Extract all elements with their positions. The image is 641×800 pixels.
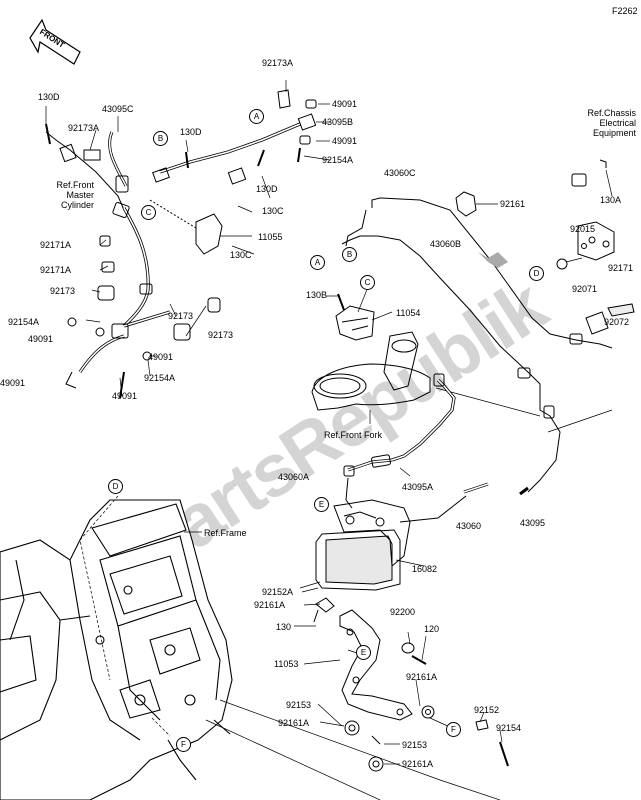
part-label: 49091 [332, 99, 358, 109]
reference-lines [79, 495, 501, 800]
part-label: 92154A [144, 373, 176, 383]
part-label: 92154A [322, 155, 354, 165]
part-label: 130C [230, 250, 252, 260]
clamp-92161 [455, 191, 498, 217]
part-label: 120 [424, 624, 440, 634]
part-label: 130C [262, 206, 284, 216]
marker-b: B [342, 247, 357, 262]
part-label: 92161 [500, 199, 526, 209]
part-label: 92154A [8, 317, 40, 327]
part-label: 92171 [608, 263, 634, 273]
front-arrow-icon [29, 18, 81, 65]
marker-e: E [314, 497, 329, 512]
part-label: 43060 [456, 521, 482, 531]
part-label: 92173A [262, 58, 294, 68]
part-label: 49091 [332, 136, 358, 146]
part-label: 130D [38, 92, 60, 102]
ref-frame: Ref.Frame [204, 528, 247, 538]
part-label: 92173 [50, 286, 76, 296]
part-label: 92015 [570, 224, 596, 234]
part-label: 11053 [274, 659, 299, 669]
part-label: 49091 [112, 391, 138, 401]
marker-d: D [108, 479, 123, 494]
marker-d: D [529, 266, 544, 281]
part-label: 43095B [322, 117, 354, 127]
marker-f: F [176, 737, 191, 752]
diagram-code: F2262 [612, 6, 638, 16]
marker-a: A [310, 255, 325, 270]
part-label: 130 [276, 622, 292, 632]
part-label: 130A [600, 195, 622, 205]
part-label: 92200 [390, 607, 416, 617]
part-label: 43095C [102, 104, 134, 114]
part-label: 43060A [278, 472, 310, 482]
part-label: 92173 [168, 311, 194, 321]
part-label: 49091 [148, 352, 174, 362]
part-label: 92153 [286, 700, 312, 710]
marker-a: A [249, 109, 264, 124]
part-label: 130D [256, 184, 278, 194]
part-label: 49091 [28, 334, 54, 344]
abs-bracket-11053 [294, 587, 509, 772]
leader-lines-top [45, 80, 331, 397]
marker-f: F [446, 722, 461, 737]
ref-chassis-electrical: Ref.Chassis Electrical Equipment [587, 108, 636, 138]
part-label: 92173A [68, 123, 100, 133]
part-label: 11055 [258, 232, 283, 242]
part-label: 92171A [40, 240, 72, 250]
part-label: 92173 [208, 330, 234, 340]
frame-structure [0, 499, 233, 800]
front-fork-assembly [311, 281, 431, 411]
marker-e: E [356, 645, 371, 660]
part-label: 130B [306, 290, 328, 300]
marker-c: C [360, 275, 375, 290]
part-label: 92161A [406, 672, 438, 682]
part-label: 43060C [384, 168, 416, 178]
brake-pipes-right [341, 197, 613, 496]
part-label: 92153 [402, 740, 428, 750]
sensor-pads [585, 303, 635, 335]
part-label: 130D [180, 127, 202, 137]
ref-front-fork: Ref.Front Fork [324, 430, 383, 440]
marker-b: B [153, 131, 168, 146]
front-brake-hoses [45, 89, 317, 399]
part-label: 92152 [474, 705, 500, 715]
ref-front-master-cylinder: Ref.Front Master Cylinder [56, 180, 94, 210]
abs-unit-16082 [299, 499, 425, 591]
part-label: 92161A [402, 759, 434, 769]
part-label: 92161A [254, 600, 286, 610]
part-label: 43060B [430, 239, 462, 249]
part-label: 92161A [278, 718, 310, 728]
marker-c: C [141, 205, 156, 220]
part-label: 92072 [604, 317, 630, 327]
abs-connections [343, 373, 613, 523]
part-label: 92154 [496, 723, 522, 733]
bracket-11055 [149, 199, 223, 255]
part-label: 49091 [0, 378, 26, 388]
part-label: 92071 [572, 284, 598, 294]
part-label: 16082 [412, 564, 438, 574]
part-label: 43095 [520, 518, 546, 528]
chassis-bracket-92171 [556, 159, 615, 270]
part-label: 43095A [402, 482, 434, 492]
part-label: 92171A [40, 265, 72, 275]
part-label: 11054 [396, 308, 421, 318]
part-label: 92152A [262, 587, 294, 597]
